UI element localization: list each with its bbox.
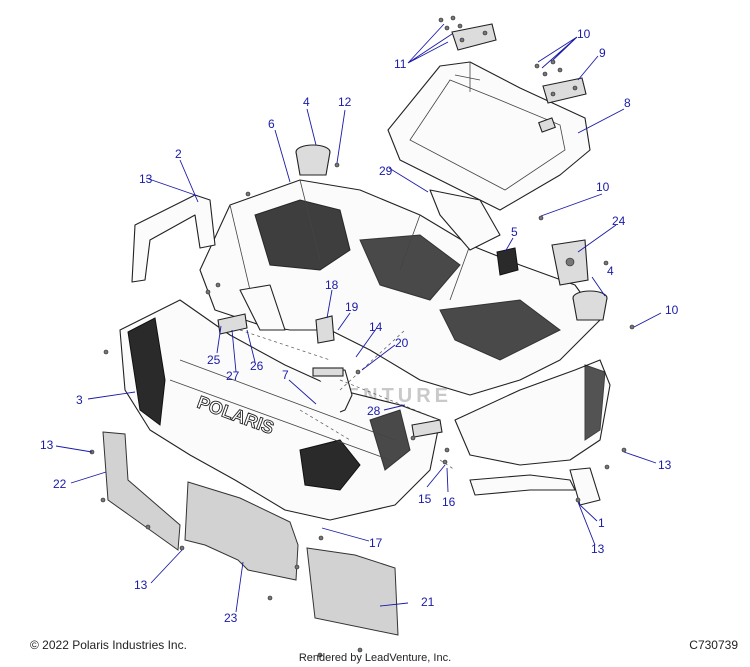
callout-27: 27 — [226, 369, 240, 383]
callout-25: 25 — [207, 353, 221, 367]
callout-13c: 13 — [134, 578, 148, 592]
body-panel-part-6 — [199, 179, 601, 396]
skid-panel-part-23 — [184, 481, 299, 581]
trim-part-5 — [496, 247, 519, 276]
callout-1: 1 — [598, 516, 605, 530]
callout-5: 5 — [511, 225, 518, 239]
callout-labels: 1 2 3 4 4 5 6 7 8 9 10 10 10 11 12 13 13… — [40, 27, 679, 625]
callout-28: 28 — [367, 404, 381, 418]
callout-15: 15 — [418, 492, 432, 506]
callout-8: 8 — [624, 96, 631, 110]
front-hood-part-3: POLARIS — [119, 299, 441, 521]
fender-part-1 — [454, 359, 611, 506]
skid-panel-part-22 — [102, 431, 181, 551]
callout-10b: 10 — [596, 180, 610, 194]
cup-holder-part-4 — [295, 144, 331, 176]
callout-26: 26 — [250, 359, 264, 373]
callout-18: 18 — [325, 278, 339, 292]
callout-14: 14 — [369, 320, 383, 334]
callout-13a: 13 — [139, 172, 153, 186]
callout-4b: 4 — [607, 264, 614, 278]
callout-19: 19 — [345, 300, 359, 314]
bracket-part-25 — [217, 313, 248, 335]
latch-part-18 — [315, 315, 335, 344]
copyright-text: © 2022 Polaris Industries Inc. — [30, 638, 187, 652]
callout-10c: 10 — [665, 303, 679, 317]
callout-20: 20 — [395, 336, 409, 350]
callout-3: 3 — [76, 393, 83, 407]
cup-holder-part-4b — [572, 290, 608, 321]
callout-29: 29 — [379, 164, 393, 178]
fasteners — [89, 162, 635, 658]
callout-13d: 13 — [591, 542, 605, 556]
callout-7: 7 — [282, 368, 289, 382]
skid-panel-part-21 — [306, 547, 399, 636]
hood-part-8 — [387, 61, 591, 211]
callout-21: 21 — [421, 595, 435, 609]
callout-10a: 10 — [577, 27, 591, 41]
rendered-by-text: Rendered by LeadVenture, Inc. — [298, 652, 452, 664]
callout-23: 23 — [224, 611, 238, 625]
callout-13b: 13 — [40, 438, 54, 452]
callout-12: 12 — [338, 95, 352, 109]
callout-6: 6 — [268, 117, 275, 131]
callout-22: 22 — [53, 477, 67, 491]
latch-part-28 — [411, 419, 443, 438]
hood-hinge-part-9 — [542, 77, 587, 104]
rod-part-7 — [312, 367, 353, 413]
callout-11: 11 — [394, 57, 407, 71]
support-part-2 — [131, 194, 216, 283]
hood-hinge-part-11 — [451, 23, 497, 51]
callout-13e: 13 — [658, 458, 672, 472]
callout-9: 9 — [599, 46, 606, 60]
hinge-fasteners — [438, 15, 563, 77]
panel-part-29 — [429, 189, 501, 251]
leader-lines — [55, 23, 662, 613]
drawing-number: C730739 — [689, 638, 738, 652]
callout-16: 16 — [442, 495, 456, 509]
callout-24: 24 — [612, 214, 626, 228]
callout-4a: 4 — [303, 95, 310, 109]
callout-17: 17 — [369, 536, 383, 550]
callout-2: 2 — [175, 147, 182, 161]
